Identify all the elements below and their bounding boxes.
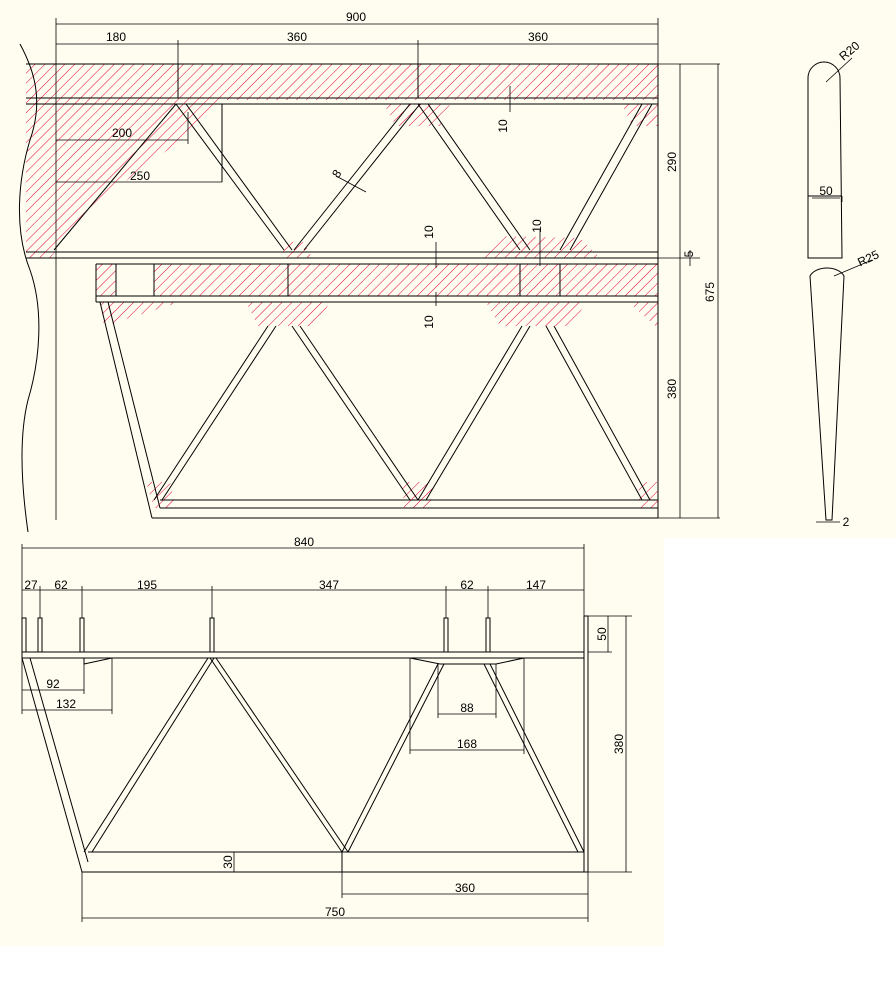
upper-web-members — [53, 103, 653, 251]
paper-bottom — [0, 538, 664, 946]
dim-10-upper: 10 — [496, 119, 510, 133]
dim-92: 92 — [46, 677, 60, 691]
dim-195: 195 — [137, 578, 157, 592]
dim-750: 750 — [325, 905, 345, 919]
dim-180: 180 — [106, 30, 126, 44]
dim-168: 168 — [457, 737, 477, 751]
dim-360-bottom: 360 — [455, 881, 475, 895]
dim-250: 250 — [130, 169, 150, 183]
dim-132: 132 — [56, 697, 76, 711]
dim-675: 675 — [703, 282, 717, 302]
detail-lower-piece — [809, 267, 845, 521]
dim-w2: 2 — [843, 515, 850, 529]
break-line — [19, 43, 40, 533]
dim-30: 30 — [221, 855, 235, 869]
detail-upper-piece — [807, 61, 843, 259]
elevation-dimension-lines — [21, 544, 632, 922]
dim-5: 5 — [682, 250, 696, 257]
elevation-frame — [21, 615, 589, 873]
truss-section-view: 900 180 360 360 200 250 8 10 10 10 10 29… — [19, 10, 720, 533]
dim-10-mid-b: 10 — [530, 219, 544, 233]
dim-10-mid-a: 10 — [422, 225, 436, 239]
truss-elevation-view: 840 27 62 195 347 62 147 50 92 132 88 16… — [21, 535, 632, 922]
dim-50: 50 — [595, 627, 609, 641]
dim-200: 200 — [112, 126, 132, 140]
dim-380-top: 380 — [665, 379, 679, 399]
dim-88: 88 — [460, 701, 474, 715]
dim-900: 900 — [346, 10, 366, 24]
dim-360-right: 360 — [528, 30, 548, 44]
middle-plate — [26, 251, 658, 303]
dim-w50: 50 — [819, 184, 833, 198]
dim-27: 27 — [24, 578, 38, 592]
dim-10-lower: 10 — [422, 315, 436, 329]
elevation-web-members — [83, 657, 585, 872]
dim-347: 347 — [319, 578, 339, 592]
dim-840: 840 — [294, 535, 314, 549]
dim-290: 290 — [665, 152, 679, 172]
dim-360-left: 360 — [287, 30, 307, 44]
dim-62-left: 62 — [54, 578, 68, 592]
dim-380-bottom: 380 — [612, 734, 626, 754]
upper-chord — [26, 63, 659, 518]
lower-truss — [99, 301, 658, 519]
dim-147: 147 — [526, 578, 546, 592]
dim-62-right: 62 — [460, 578, 474, 592]
top-dimension-lines — [55, 18, 720, 520]
